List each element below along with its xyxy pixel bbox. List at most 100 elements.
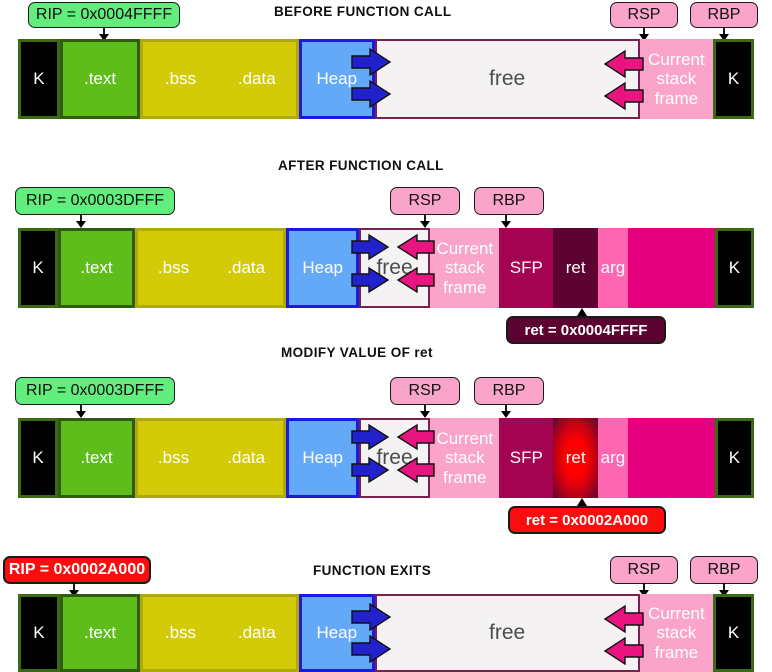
segment-label: arg bbox=[600, 258, 626, 278]
segment-label: free bbox=[489, 67, 526, 91]
heap-grow-arrow-icon-exit-2 bbox=[351, 634, 392, 664]
segment-bss-before: .bss bbox=[140, 39, 218, 119]
heap-grow-arrow-icon-modify bbox=[351, 423, 390, 451]
panel-title-before-function-call: BEFORE FUNCTION CALL bbox=[274, 4, 452, 19]
segment-data-after: .data bbox=[208, 228, 287, 308]
segment-label: K bbox=[32, 258, 44, 278]
segment-kernel-high-exit: K bbox=[713, 594, 754, 672]
rbp-pill-modify: RBP bbox=[474, 377, 544, 405]
segment-label: SFP bbox=[509, 258, 543, 278]
rbp-arrow-exit bbox=[719, 583, 729, 597]
stack-grow-arrow-icon-modify bbox=[396, 423, 435, 451]
segment-label: K bbox=[32, 448, 44, 468]
rip-pill-modify: RIP = 0x0003DFFF bbox=[15, 377, 175, 405]
rbp-arrow-after bbox=[501, 214, 511, 228]
heap-grow-arrow-icon-modify-2 bbox=[351, 456, 390, 484]
segment-label: .bss bbox=[157, 448, 190, 468]
segment-label: Heap bbox=[302, 448, 343, 468]
segment-label: Current stack frame bbox=[648, 50, 705, 108]
segment-label: ret bbox=[565, 448, 586, 468]
segment-heap-after: Heap bbox=[286, 228, 359, 308]
segment-sfp-after: SFP bbox=[499, 228, 554, 308]
heap-grow-arrow-icon-after-2 bbox=[351, 266, 390, 294]
segment-label: Heap bbox=[316, 623, 358, 643]
segment-label: K bbox=[728, 258, 741, 278]
segment-current-stack-frame-modify: Current stack frame bbox=[430, 418, 500, 498]
segment-stack-padding-modify bbox=[627, 418, 715, 498]
rip-arrow-modify bbox=[76, 404, 86, 418]
segment-label: Current stack frame bbox=[436, 239, 494, 297]
segment-text-modify: .text bbox=[58, 418, 136, 498]
segment-ret-after: ret bbox=[553, 228, 599, 308]
segment-ret-modified: ret bbox=[553, 418, 599, 498]
segment-stack-padding-after bbox=[627, 228, 715, 308]
ret-callout-modify: ret = 0x0002A000 bbox=[508, 506, 666, 534]
stack-grow-arrow-icon-modify-2 bbox=[396, 456, 435, 484]
memory-bar-modify: K .text .bss .data Heap free Current sta… bbox=[18, 418, 755, 498]
segment-label: .data bbox=[237, 623, 276, 643]
segment-label: SFP bbox=[509, 448, 543, 468]
segment-label: .data bbox=[227, 258, 266, 278]
rbp-arrow-modify bbox=[501, 404, 511, 418]
segment-label: free bbox=[489, 621, 526, 645]
segment-label: .bss bbox=[164, 69, 197, 89]
segment-label: .text bbox=[83, 69, 117, 89]
rbp-pill-before: RBP bbox=[690, 2, 758, 28]
segment-label: Current stack frame bbox=[436, 429, 494, 487]
heap-grow-arrow-icon-before-2 bbox=[351, 79, 392, 109]
rsp-arrow-after bbox=[420, 214, 430, 228]
segment-arg-modify: arg bbox=[598, 418, 628, 498]
rsp-pill-before: RSP bbox=[610, 2, 678, 28]
segment-label: arg bbox=[600, 448, 626, 468]
stack-grow-arrow-icon-exit bbox=[603, 604, 644, 634]
rsp-arrow-before bbox=[639, 27, 649, 41]
segment-label: .text bbox=[83, 623, 117, 643]
ret-callout-after: ret = 0x0004FFFF bbox=[506, 316, 666, 344]
heap-grow-arrow-icon-exit bbox=[351, 602, 392, 632]
segment-bss-modify: .bss bbox=[135, 418, 209, 498]
segment-current-stack-frame-before: Current stack frame bbox=[639, 39, 714, 119]
rip-arrow-exit bbox=[69, 583, 79, 597]
segment-label: .data bbox=[237, 69, 276, 89]
segment-current-stack-frame-after: Current stack frame bbox=[430, 228, 500, 308]
stack-grow-arrow-icon-before-2 bbox=[603, 81, 644, 111]
rbp-pill-exit: RBP bbox=[690, 556, 758, 584]
segment-data-before: .data bbox=[217, 39, 299, 119]
stack-grow-arrow-icon-before bbox=[603, 49, 644, 79]
segment-data-exit: .data bbox=[217, 594, 299, 672]
rip-arrow-after bbox=[76, 214, 86, 228]
rsp-pill-modify: RSP bbox=[390, 377, 460, 405]
segment-label: K bbox=[727, 69, 740, 89]
segment-bss-exit: .bss bbox=[140, 594, 218, 672]
rip-pill-exit: RIP = 0x0002A000 bbox=[3, 556, 151, 584]
segment-kernel-high-before: K bbox=[713, 39, 754, 119]
rsp-pill-after: RSP bbox=[390, 187, 460, 215]
segment-label: .data bbox=[227, 448, 266, 468]
segment-sfp-modify: SFP bbox=[499, 418, 554, 498]
segment-text-before: .text bbox=[59, 39, 141, 119]
rsp-arrow-modify bbox=[420, 404, 430, 418]
segment-label: ret bbox=[565, 258, 586, 278]
segment-text-after: .text bbox=[58, 228, 136, 308]
segment-text-exit: .text bbox=[59, 594, 141, 672]
panel-title-function-exits: FUNCTION EXITS bbox=[313, 563, 432, 578]
segment-label: Current stack frame bbox=[648, 604, 705, 662]
segment-label: K bbox=[33, 623, 45, 643]
segment-label: .bss bbox=[164, 623, 197, 643]
stack-grow-arrow-icon-after bbox=[396, 233, 435, 261]
panel-title-after-function-call: AFTER FUNCTION CALL bbox=[278, 158, 444, 173]
segment-heap-modify: Heap bbox=[286, 418, 359, 498]
rip-pill-after: RIP = 0x0003DFFF bbox=[15, 187, 175, 215]
rsp-pill-exit: RSP bbox=[610, 556, 678, 584]
memory-bar-exit: K .text .bss .data Heap free Current sta… bbox=[18, 594, 754, 672]
segment-kernel-low-after: K bbox=[18, 228, 59, 308]
segment-label: K bbox=[728, 448, 741, 468]
segment-label: Heap bbox=[316, 69, 358, 89]
segment-label: K bbox=[33, 69, 45, 89]
segment-label: .bss bbox=[157, 258, 190, 278]
heap-grow-arrow-icon-after bbox=[351, 233, 390, 261]
segment-current-stack-frame-exit: Current stack frame bbox=[639, 594, 714, 672]
segment-arg-after: arg bbox=[598, 228, 628, 308]
rbp-arrow-before bbox=[719, 27, 729, 41]
rip-arrow-before bbox=[99, 27, 109, 41]
